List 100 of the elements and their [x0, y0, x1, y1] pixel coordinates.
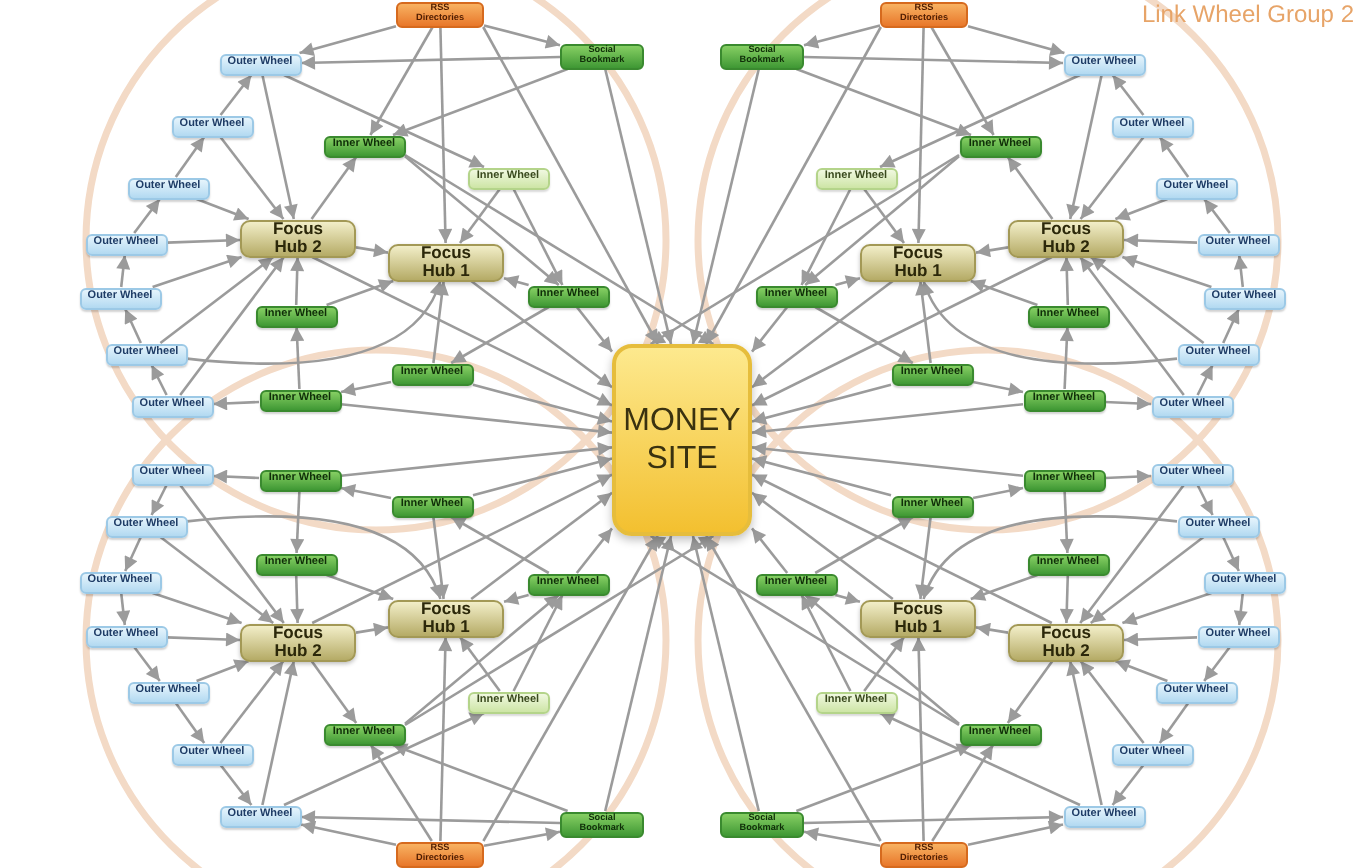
arrow: [219, 660, 285, 744]
arrow: [800, 594, 852, 692]
arrow: [196, 197, 250, 221]
node-label: Focus Hub 2: [1038, 220, 1094, 256]
arrow: [705, 535, 882, 842]
rss-box: [396, 841, 484, 867]
curved-arrow: [922, 515, 1178, 600]
arrow: [438, 636, 453, 842]
arrow: [814, 305, 914, 365]
arrow: [803, 810, 1064, 825]
arrow: [649, 153, 960, 346]
node-label: Focus Hub 1: [418, 244, 474, 280]
arrow: [967, 24, 1065, 56]
arrow: [975, 622, 1009, 637]
outer-wheel-box: [219, 53, 301, 75]
arrow: [911, 26, 926, 244]
arrow: [835, 591, 861, 605]
inner-wheel-box: [255, 553, 337, 575]
arrow: [472, 383, 613, 425]
outer-wheel-box: [1197, 233, 1279, 255]
outer-wheel-box: [171, 115, 253, 137]
inner-wheel-box: [323, 723, 405, 745]
arrow: [689, 68, 761, 345]
arrow: [750, 306, 789, 353]
arrow: [1158, 136, 1190, 178]
arrow: [290, 574, 305, 624]
arrow: [212, 396, 260, 411]
arrow: [575, 306, 614, 353]
arrow: [751, 402, 1024, 439]
arrow: [1222, 536, 1240, 572]
arrow: [470, 491, 613, 601]
arrow: [1006, 660, 1054, 724]
arrow: [967, 820, 1064, 847]
arrow: [432, 516, 449, 600]
arrow: [290, 490, 305, 554]
outer-wheel-box: [1063, 53, 1145, 75]
arrow: [603, 535, 675, 812]
arrow: [300, 55, 561, 70]
arrow: [503, 591, 529, 605]
arrow: [1079, 660, 1145, 744]
inner-wheel-box: [959, 135, 1041, 157]
rss-box: [880, 841, 968, 867]
outer-wheel-box: [1177, 515, 1259, 537]
arrow: [649, 534, 960, 727]
bookmark-box: [720, 811, 804, 837]
arrow: [503, 275, 529, 289]
inner-wheel-box: [891, 495, 973, 517]
arrow: [355, 622, 389, 637]
bookmark-box: [720, 43, 804, 69]
arrow: [458, 188, 501, 244]
arrow: [212, 469, 260, 484]
group-heading: Link Wheel Group 2: [1141, 0, 1354, 28]
rss-box: [880, 1, 968, 27]
arrow: [1059, 574, 1074, 624]
arrow: [179, 484, 285, 624]
inner-wheel-box: [755, 573, 837, 595]
arrow: [1059, 256, 1074, 306]
arrow: [1122, 254, 1212, 289]
arrow: [326, 573, 394, 601]
arrow: [915, 516, 932, 600]
inner-wheel-box: [1027, 305, 1109, 327]
arrow: [116, 592, 131, 626]
arrow: [392, 743, 569, 813]
node-label: MONEY SITE: [621, 401, 743, 479]
inner-wheel-box: [255, 305, 337, 327]
arrow: [196, 659, 250, 683]
arrow: [1006, 156, 1054, 220]
outer-wheel-box: [105, 343, 187, 365]
node-label: Focus Hub 2: [270, 624, 326, 660]
outer-wheel-box: [85, 625, 167, 647]
arrow: [1079, 484, 1185, 624]
inner-wheel-box: [1023, 469, 1105, 491]
outer-wheel-box: [127, 681, 209, 703]
arrow: [750, 527, 789, 574]
outer-wheel-box: [105, 515, 187, 537]
arrow: [1059, 326, 1074, 390]
arrow: [438, 26, 453, 244]
arrow: [1123, 632, 1198, 647]
arrow: [804, 594, 960, 725]
arrow: [931, 744, 995, 842]
arrow: [283, 711, 485, 807]
inner-wheel-box: [391, 363, 473, 385]
node-label: Focus Hub 1: [890, 600, 946, 636]
arrow: [751, 383, 892, 425]
outer-wheel-box: [1151, 463, 1233, 485]
arrow: [1059, 490, 1074, 554]
arrow: [863, 188, 906, 244]
arrow: [283, 73, 485, 169]
arrow: [116, 254, 131, 288]
focus-hub-box: [1008, 623, 1124, 661]
outer-wheel-box: [127, 177, 209, 199]
arrow: [174, 702, 206, 744]
arrow: [689, 535, 761, 812]
outer-wheel-box: [1203, 571, 1285, 593]
arrow: [915, 280, 932, 364]
arrow: [911, 636, 926, 842]
focus-hub-box: [240, 623, 356, 661]
focus-hub-box: [1008, 219, 1124, 257]
arrow: [970, 279, 1038, 307]
arrow: [1090, 255, 1205, 345]
